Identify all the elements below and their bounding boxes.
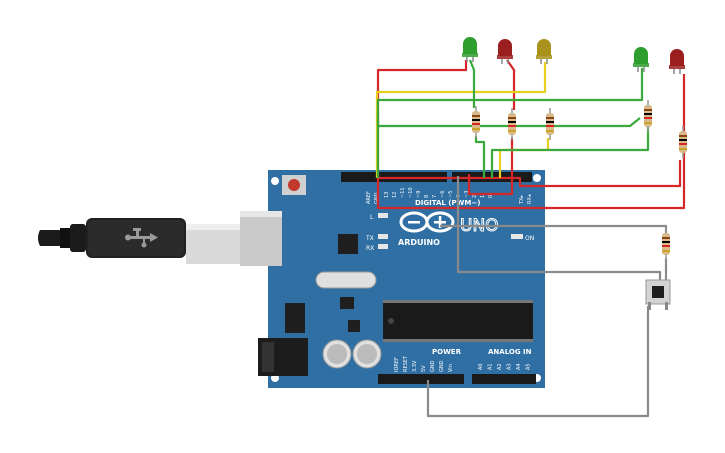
leds bbox=[462, 37, 685, 74]
wire-red-4 bbox=[506, 59, 516, 110]
power-label: POWER bbox=[432, 348, 462, 356]
pin-label: 1 bbox=[480, 195, 486, 198]
pin-label: GND bbox=[430, 360, 436, 372]
red-led-2 bbox=[669, 49, 685, 74]
arduino-logo-icon bbox=[399, 211, 455, 233]
pushbutton bbox=[645, 279, 671, 310]
pin-label: 12 bbox=[392, 192, 398, 198]
aref-label: AREF bbox=[366, 191, 372, 204]
wire-green-3 bbox=[376, 68, 644, 178]
pin-label: A0 bbox=[478, 363, 484, 370]
tx-pin-label: TX▸ bbox=[519, 195, 525, 205]
wire-gray-1 bbox=[456, 176, 662, 286]
tx-label: TX bbox=[365, 235, 374, 242]
resistor bbox=[546, 108, 554, 140]
wire-gray-3 bbox=[426, 306, 650, 418]
pin-label: Vin bbox=[448, 364, 454, 372]
pin-label: ~5 bbox=[448, 191, 454, 198]
digital-label: DIGITAL (PWM~) bbox=[415, 199, 480, 207]
wire-yellow-1 bbox=[375, 62, 547, 178]
pin-label: RESET bbox=[403, 355, 409, 372]
green-led-2 bbox=[633, 47, 649, 72]
wire-red-1 bbox=[376, 60, 468, 178]
pin-label: 0 bbox=[488, 195, 494, 198]
resistor bbox=[679, 126, 687, 158]
pin-label: A3 bbox=[507, 363, 513, 370]
pin-label: 3.3V bbox=[412, 360, 418, 372]
pin-label: A4 bbox=[516, 363, 522, 370]
resistor bbox=[472, 106, 480, 138]
pin-label: 7 bbox=[432, 195, 438, 198]
board-brand: ARDUINO bbox=[398, 238, 440, 247]
usb-b-cable-icon bbox=[38, 218, 240, 264]
pin-label: 2 bbox=[472, 195, 478, 198]
on-label: ON bbox=[525, 235, 534, 242]
pin-label: 8 bbox=[424, 195, 430, 198]
pin-label: ~9 bbox=[416, 191, 422, 198]
wire-red-2 bbox=[378, 160, 682, 188]
pin-label: A2 bbox=[497, 363, 503, 370]
resistors bbox=[472, 100, 687, 260]
rx-pin-label: RX◂ bbox=[527, 194, 533, 204]
resistor bbox=[508, 108, 516, 140]
analog-header bbox=[472, 374, 536, 384]
pin-label: A1 bbox=[488, 363, 494, 370]
red-led-1 bbox=[497, 39, 513, 64]
pin-label: GND bbox=[439, 360, 445, 372]
wire-green-4 bbox=[490, 126, 650, 178]
wires bbox=[375, 59, 686, 418]
pin-label: ~6 bbox=[440, 191, 446, 198]
usb-port bbox=[240, 211, 282, 266]
wire-green-5 bbox=[376, 114, 641, 128]
wire-green-1 bbox=[468, 59, 476, 108]
green-led-1 bbox=[462, 37, 478, 62]
rx-label: RX bbox=[366, 245, 374, 252]
pin-label: ~10 bbox=[408, 187, 414, 198]
resistor bbox=[644, 100, 652, 132]
pin-label: 5V bbox=[421, 365, 427, 372]
l-label: L bbox=[370, 214, 374, 221]
atmega-chip bbox=[383, 302, 533, 340]
pin-label: 13 bbox=[384, 192, 390, 198]
pin-label: ~11 bbox=[400, 187, 406, 198]
analog-label: ANALOG IN bbox=[488, 348, 532, 356]
pin-label: IOREF bbox=[394, 357, 400, 372]
power-header bbox=[378, 374, 464, 384]
arduino-board: ARDUINO UNO DIGITAL (PWM~) POWER ANALOG … bbox=[240, 170, 545, 388]
wire-green-2 bbox=[474, 136, 486, 178]
wire-red-6 bbox=[467, 174, 514, 196]
resistor bbox=[662, 228, 670, 260]
pin-label: ~3 bbox=[464, 191, 470, 198]
yellow-led bbox=[536, 39, 552, 64]
pin-label: A5 bbox=[526, 363, 532, 370]
